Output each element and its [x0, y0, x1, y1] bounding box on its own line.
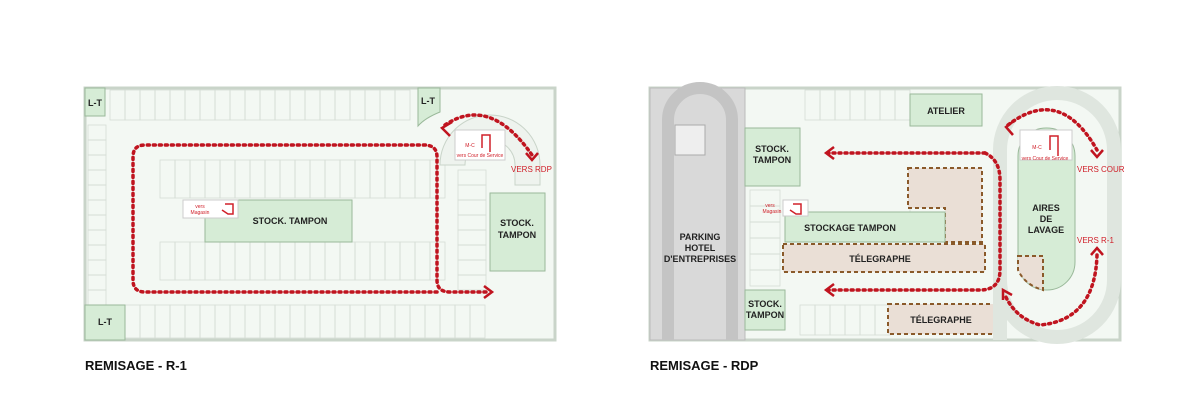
stock-tampon-area: [744, 289, 786, 331]
parking-stall: [749, 269, 781, 287]
parking-label: HOTEL: [685, 243, 716, 253]
aires-de-lavage-area: [1017, 127, 1076, 291]
arrow-head-icon: [1090, 149, 1104, 159]
vers-magasin-label: Magasin: [763, 209, 782, 215]
stock-tampon-label: TAMPON: [498, 230, 536, 240]
arrow-head-icon: [1090, 246, 1104, 256]
aires-label: AIRES: [1032, 203, 1060, 213]
exit-arrow-icon: [481, 134, 491, 152]
parking-stall: [469, 304, 486, 339]
arrow-head-icon: [823, 283, 835, 297]
atelier-area: [909, 93, 983, 127]
arrow-head-icon: [1004, 119, 1016, 136]
stair-core: [1019, 129, 1073, 161]
telegraphe-label: TÉLEGRAPHE: [910, 315, 972, 325]
ramp-circulation-path: [1006, 108, 1099, 152]
vers-rdp-label: VERS RDP: [511, 165, 552, 174]
ramp-circulation-path: [443, 113, 534, 157]
stock-tampon-area: [489, 192, 546, 272]
stock-tampon-label: TAMPON: [753, 155, 791, 165]
stock-tampon-area: [744, 127, 801, 187]
plan-rdp: PARKING HOTEL D'ENTREPRISES STOCK. TAMPO…: [648, 82, 1125, 373]
stock-tampon-label: STOCK.: [500, 218, 534, 228]
plan-r1: L-T L-T L-T M-C vers Cour de Service STO…: [83, 86, 557, 373]
parking-label: D'ENTREPRISES: [664, 254, 736, 264]
mc-label: M-C: [465, 143, 475, 149]
stair-core: [182, 199, 239, 219]
vers-r1-label: VERS R-1: [1077, 236, 1114, 245]
exit-arrow-icon: [789, 203, 802, 215]
ramp-circulation-path: [1003, 253, 1099, 327]
vers-cour-service-label: vers Cour de Service: [1022, 156, 1069, 162]
telegraphe-label: TÉLEGRAPHE: [849, 254, 911, 264]
stockage-tampon-label: STOCKAGE TAMPON: [804, 223, 896, 233]
lt-label: L-T: [88, 98, 102, 108]
arrow-head-icon: [483, 285, 495, 299]
stair-core: [674, 124, 706, 156]
telegraphe-area: [782, 243, 986, 273]
vers-magasin-label: vers: [195, 204, 205, 210]
parking-stall: [394, 89, 411, 121]
arrow-head-icon: [823, 146, 835, 160]
circulation-path: [826, 151, 1002, 292]
exit-arrow-icon: [221, 203, 234, 215]
stock-tampon-label: STOCK.: [755, 144, 789, 154]
arrow-head-icon: [525, 152, 539, 162]
plan-title: REMISAGE - RDP: [650, 358, 759, 373]
circulation-path: [131, 143, 490, 294]
plan-title: REMISAGE - R-1: [85, 358, 187, 373]
lt-room: [417, 87, 441, 128]
vers-magasin-label: Magasin: [191, 210, 210, 216]
ramp: [993, 86, 1121, 344]
vers-cour-service-label: vers Cour de Service: [457, 153, 504, 159]
lt-room: [84, 304, 126, 341]
parking-stall: [457, 274, 487, 291]
stock-tampon-label: TAMPON: [746, 310, 784, 320]
mc-label: M-C: [1032, 145, 1042, 151]
telegraphe-area: [887, 303, 996, 335]
arrow-head-icon: [439, 120, 453, 137]
vers-magasin-label: vers: [765, 203, 775, 209]
telegraphe-storage: [1017, 255, 1044, 292]
lt-label: L-T: [421, 96, 435, 106]
lt-label: L-T: [98, 317, 112, 327]
vers-cour-label: VERS COUR: [1077, 165, 1125, 174]
exit-arrow-icon: [1049, 135, 1059, 156]
aires-label: LAVAGE: [1028, 225, 1064, 235]
aires-label: DE: [1040, 214, 1053, 224]
stockage-tampon-area: [784, 211, 946, 243]
arrow-head-icon: [1001, 287, 1013, 300]
stock-tampon-label: STOCK.: [748, 299, 782, 309]
stock-tampon-label: STOCK. TAMPON: [253, 216, 328, 226]
stair-core: [454, 129, 506, 161]
parking-stalls: [87, 89, 487, 339]
parking-label: PARKING: [680, 232, 721, 242]
ramp: [662, 82, 738, 340]
lt-room: [84, 87, 106, 117]
atelier-label: ATELIER: [927, 106, 965, 116]
